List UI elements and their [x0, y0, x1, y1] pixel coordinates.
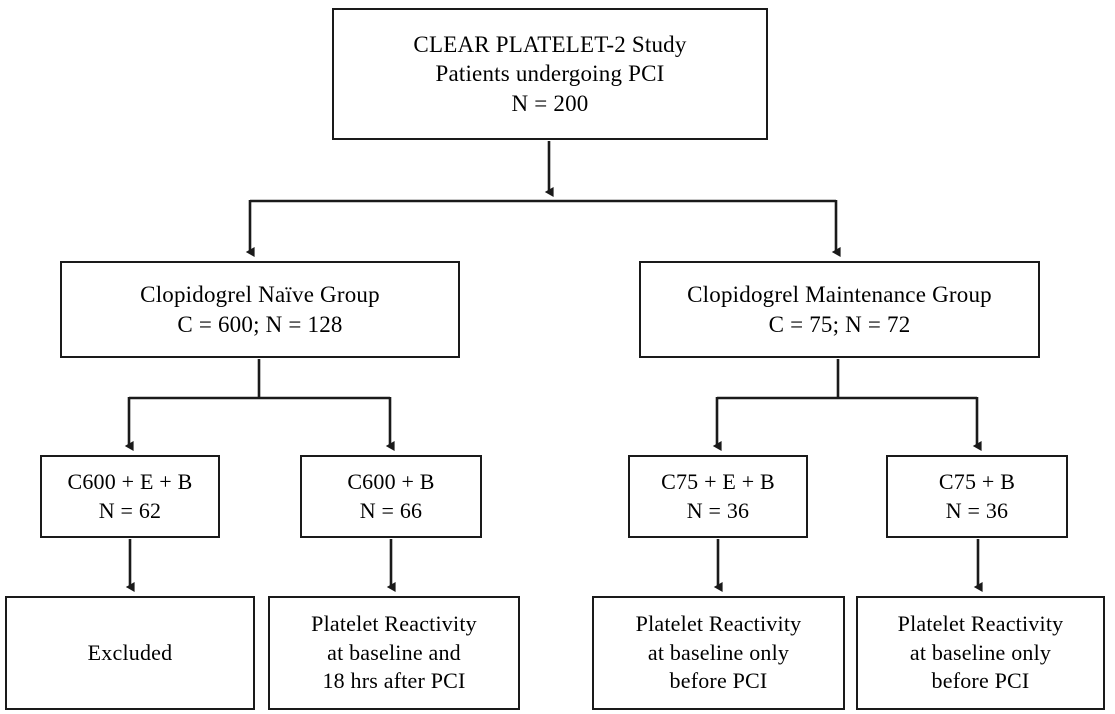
- node-arm-c75-e-b: C75 + E + B N = 36: [628, 455, 808, 538]
- node-root-line2: Patients undergoing PCI: [435, 61, 665, 87]
- node-outcome3-line1: Platelet Reactivity: [635, 611, 802, 637]
- node-outcome2-line2: at baseline and: [327, 639, 461, 665]
- node-outcome3-line2: at baseline only: [647, 639, 790, 665]
- node-arm2-line1: C600 + B: [347, 468, 435, 494]
- node-arm2-line2: N = 66: [359, 497, 423, 523]
- node-clopidogrel-naive-group: Clopidogrel Naïve Group C = 600; N = 128: [60, 261, 460, 358]
- node-outcome-baseline-only-left: Platelet Reactivity at baseline only bef…: [592, 596, 845, 710]
- node-root-line1: CLEAR PLATELET-2 Study: [413, 31, 687, 57]
- node-arm3-line1: C75 + E + B: [661, 468, 775, 494]
- node-arm-c600-e-b: C600 + E + B N = 62: [40, 455, 220, 538]
- node-maintenance-line2: C = 75; N = 72: [768, 311, 911, 337]
- node-arm1-line2: N = 62: [98, 497, 162, 523]
- node-arm1-line1: C600 + E + B: [67, 468, 193, 494]
- node-maintenance-line1: Clopidogrel Maintenance Group: [687, 281, 992, 307]
- node-arm-c600-b: C600 + B N = 66: [300, 455, 482, 538]
- node-outcome1-line1: Excluded: [87, 639, 173, 665]
- node-outcome-baseline-and-18hrs: Platelet Reactivity at baseline and 18 h…: [268, 596, 520, 710]
- node-root-line3: N = 200: [511, 90, 589, 116]
- node-arm3-line2: N = 36: [686, 497, 750, 523]
- node-outcome2-line3: 18 hrs after PCI: [322, 668, 466, 694]
- node-outcome3-line3: before PCI: [669, 668, 768, 694]
- node-outcome4-line3: before PCI: [931, 668, 1030, 694]
- node-root-study: CLEAR PLATELET-2 Study Patients undergoi…: [332, 8, 768, 140]
- node-outcome4-line1: Platelet Reactivity: [897, 611, 1064, 637]
- node-arm4-line2: N = 36: [945, 497, 1009, 523]
- node-clopidogrel-maintenance-group: Clopidogrel Maintenance Group C = 75; N …: [639, 261, 1040, 358]
- node-arm-c75-b: C75 + B N = 36: [886, 455, 1068, 538]
- node-naive-line1: Clopidogrel Naïve Group: [140, 281, 380, 307]
- node-outcome4-line2: at baseline only: [909, 639, 1052, 665]
- node-outcome-excluded: Excluded: [5, 596, 255, 710]
- node-naive-line2: C = 600; N = 128: [177, 311, 343, 337]
- node-arm4-line1: C75 + B: [938, 468, 1016, 494]
- node-outcome2-line1: Platelet Reactivity: [311, 611, 477, 637]
- node-outcome-baseline-only-right: Platelet Reactivity at baseline only bef…: [856, 596, 1105, 710]
